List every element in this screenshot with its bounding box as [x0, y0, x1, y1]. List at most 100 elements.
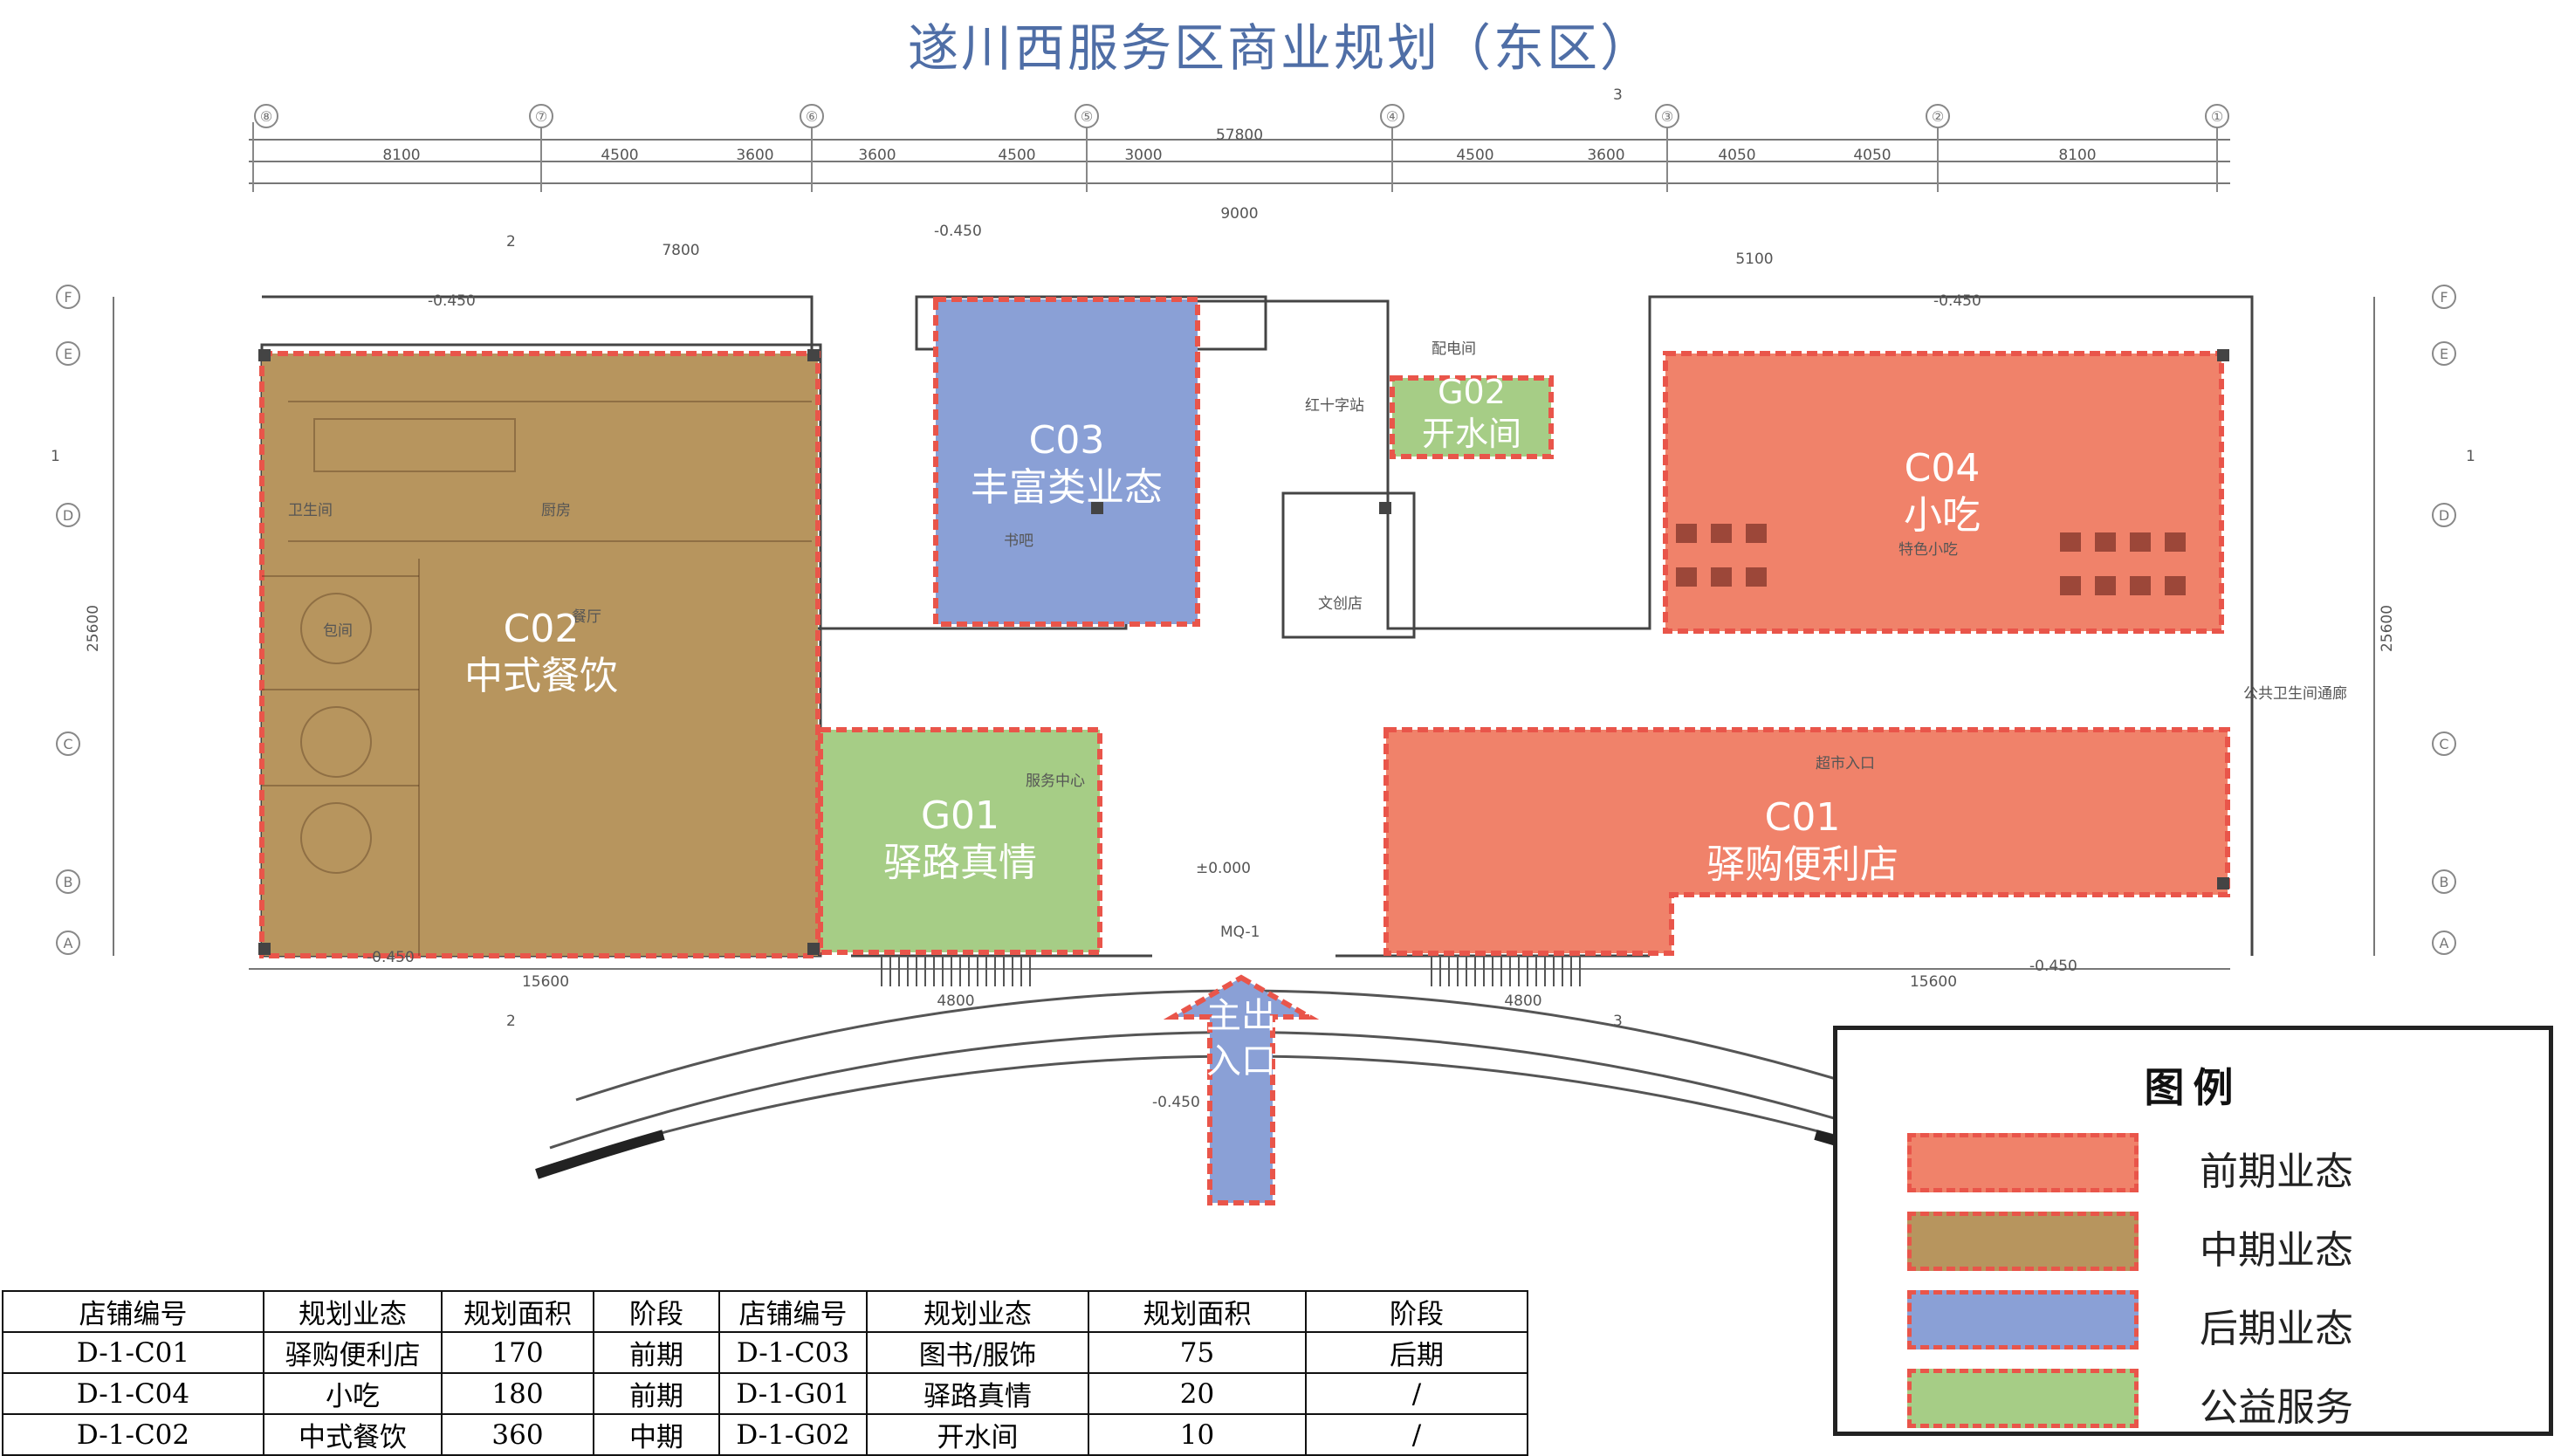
legend-label: 后期业态: [2200, 1307, 2353, 1351]
dim: 5100: [1735, 251, 1773, 268]
legend-item: 公益服务: [1907, 1369, 2518, 1430]
room-label: 餐厅: [572, 608, 601, 626]
dim: 4500: [1456, 147, 1493, 164]
table-cell: 10: [1088, 1413, 1307, 1456]
table-cell: D-1-G01: [718, 1372, 868, 1415]
table-cell: 中期: [593, 1413, 720, 1456]
column-header: 阶段: [1305, 1290, 1528, 1333]
table-cell: D-1-C03: [718, 1331, 868, 1374]
legend-item: 前期业态: [1907, 1133, 2518, 1194]
section-mark: 1: [51, 448, 60, 465]
table-row: D-1-C04 小吃 180 前期 D-1-G01 驿路真情 20 /: [2, 1372, 1528, 1415]
zone-c01: C01 驿购便利店: [1672, 794, 1933, 889]
axis-label: ⑥: [806, 108, 818, 125]
dim-depth: 25600: [85, 605, 102, 652]
columns: [258, 349, 2229, 955]
dim: 4050: [1718, 147, 1755, 164]
elevation-label: -0.450: [1933, 292, 1981, 310]
dimension-texts: 57800 8100 4500 3600 3600 4500 3000 4500…: [85, 127, 2396, 1010]
room-label: 文创店: [1318, 595, 1363, 613]
axis-label: ④: [1386, 108, 1398, 125]
table-cell: 20: [1088, 1372, 1307, 1415]
table-cell: 170: [441, 1331, 594, 1374]
zone-name: 驿购便利店: [1706, 842, 1898, 887]
zone-details: [262, 401, 812, 956]
axis-label: E: [64, 346, 72, 362]
axis-label: D: [63, 507, 73, 524]
axis-label: ②: [1932, 108, 1944, 125]
section-mark: 1: [2466, 448, 2475, 465]
column-header: 规划面积: [441, 1290, 594, 1333]
table-cell: D-1-G02: [718, 1413, 868, 1456]
elevation-label: -0.450: [2029, 958, 2077, 975]
legend-item: 中期业态: [1907, 1212, 2518, 1273]
legend-swatch-early: [1907, 1133, 2139, 1192]
zone-c03: C03 丰富类业态: [936, 417, 1198, 512]
table-cell: 驿路真情: [866, 1372, 1089, 1415]
section-mark: 2: [506, 1013, 516, 1030]
legend-swatch-middle: [1907, 1212, 2139, 1271]
room-label: 红十字站: [1305, 397, 1364, 415]
zone-g02-area: [1390, 375, 1554, 459]
dim-depth: 25600: [2379, 605, 2396, 652]
axis-label: A: [64, 935, 73, 951]
planning-zones: [259, 297, 2230, 958]
legend-item: 后期业态: [1907, 1290, 2518, 1351]
table-cell: 后期: [1305, 1331, 1528, 1374]
dim-total: 57800: [1216, 127, 1263, 144]
legend-swatch-public: [1907, 1369, 2139, 1428]
table-cell: D-1-C04: [2, 1372, 264, 1415]
table-cell: 开水间: [866, 1413, 1089, 1456]
zone-c02: C02 中式餐饮: [410, 606, 672, 700]
plan-title: 遂川西服务区商业规划（东区）: [907, 18, 1653, 78]
axis-label: B: [2440, 874, 2449, 890]
table-cell: D-1-C02: [2, 1413, 264, 1456]
zone-name: 开水间: [1421, 415, 1521, 453]
room-label: 公共卫生间通廊: [2243, 685, 2347, 703]
legend-title: 图例: [2144, 1064, 2242, 1111]
elevation-label: -0.450: [934, 223, 982, 240]
dim: 4500: [601, 147, 638, 164]
zone-name: 小吃: [1904, 493, 1981, 538]
zone-code: G02: [1438, 373, 1506, 411]
zone-g01-area: [818, 727, 1102, 955]
zone-name: 驿路真情: [883, 841, 1037, 885]
room-label: 特色小吃: [1898, 541, 1958, 559]
zone-g02: G02 开水间: [1392, 371, 1551, 455]
room-label: 超市入口: [1816, 755, 1875, 773]
legend-label: 公益服务: [2200, 1385, 2353, 1430]
table-cell: 驿购便利店: [263, 1331, 443, 1374]
zone-g01: G01 驿路真情: [829, 793, 1091, 887]
dim: 7800: [662, 242, 699, 259]
zone-code: C01: [1764, 795, 1841, 840]
dim: 8100: [382, 147, 420, 164]
table-cell: 75: [1088, 1331, 1307, 1374]
dim: 15600: [522, 973, 569, 991]
section-mark: 3: [1613, 86, 1623, 104]
axis-label: A: [2440, 935, 2449, 951]
axis-markers-side: [56, 285, 2456, 955]
dim: 3600: [1587, 147, 1624, 164]
axis-label: F: [64, 289, 72, 306]
column-header: 店铺编号: [2, 1290, 264, 1333]
axis-labels-top: ⑧ ⑦ ⑥ ⑤ ④ ③ ② ①: [260, 108, 2223, 125]
dim: 4800: [937, 992, 974, 1010]
dim: 3600: [736, 147, 773, 164]
dim: 4800: [1504, 992, 1541, 1010]
zone-c04: C04 小吃: [1811, 445, 2073, 539]
zone-code: G01: [920, 793, 1000, 838]
axis-label: C: [2439, 736, 2448, 752]
dim: 3600: [858, 147, 896, 164]
main-entrance-arrow: [1163, 974, 1320, 1205]
zone-c03-area: [933, 297, 1200, 627]
axis-label: ⑧: [260, 108, 272, 125]
column-header: 规划面积: [1088, 1290, 1307, 1333]
dim: 15600: [1910, 973, 1957, 991]
axis-label: B: [64, 874, 73, 890]
elevation-label: -0.450: [1152, 1094, 1200, 1111]
axis-label: ①: [2211, 108, 2223, 125]
zone-code: C03: [1028, 418, 1105, 463]
axis-labels-side: F E D C B A F E D C B A: [63, 289, 2449, 951]
table-row: D-1-C01 驿购便利店 170 前期 D-1-C03 图书/服饰 75 后期: [2, 1331, 1528, 1374]
store-plan-table: 店铺编号 规划业态 规划面积 阶段 店铺编号 规划业态 规划面积 阶段 D-1-…: [2, 1290, 1528, 1456]
